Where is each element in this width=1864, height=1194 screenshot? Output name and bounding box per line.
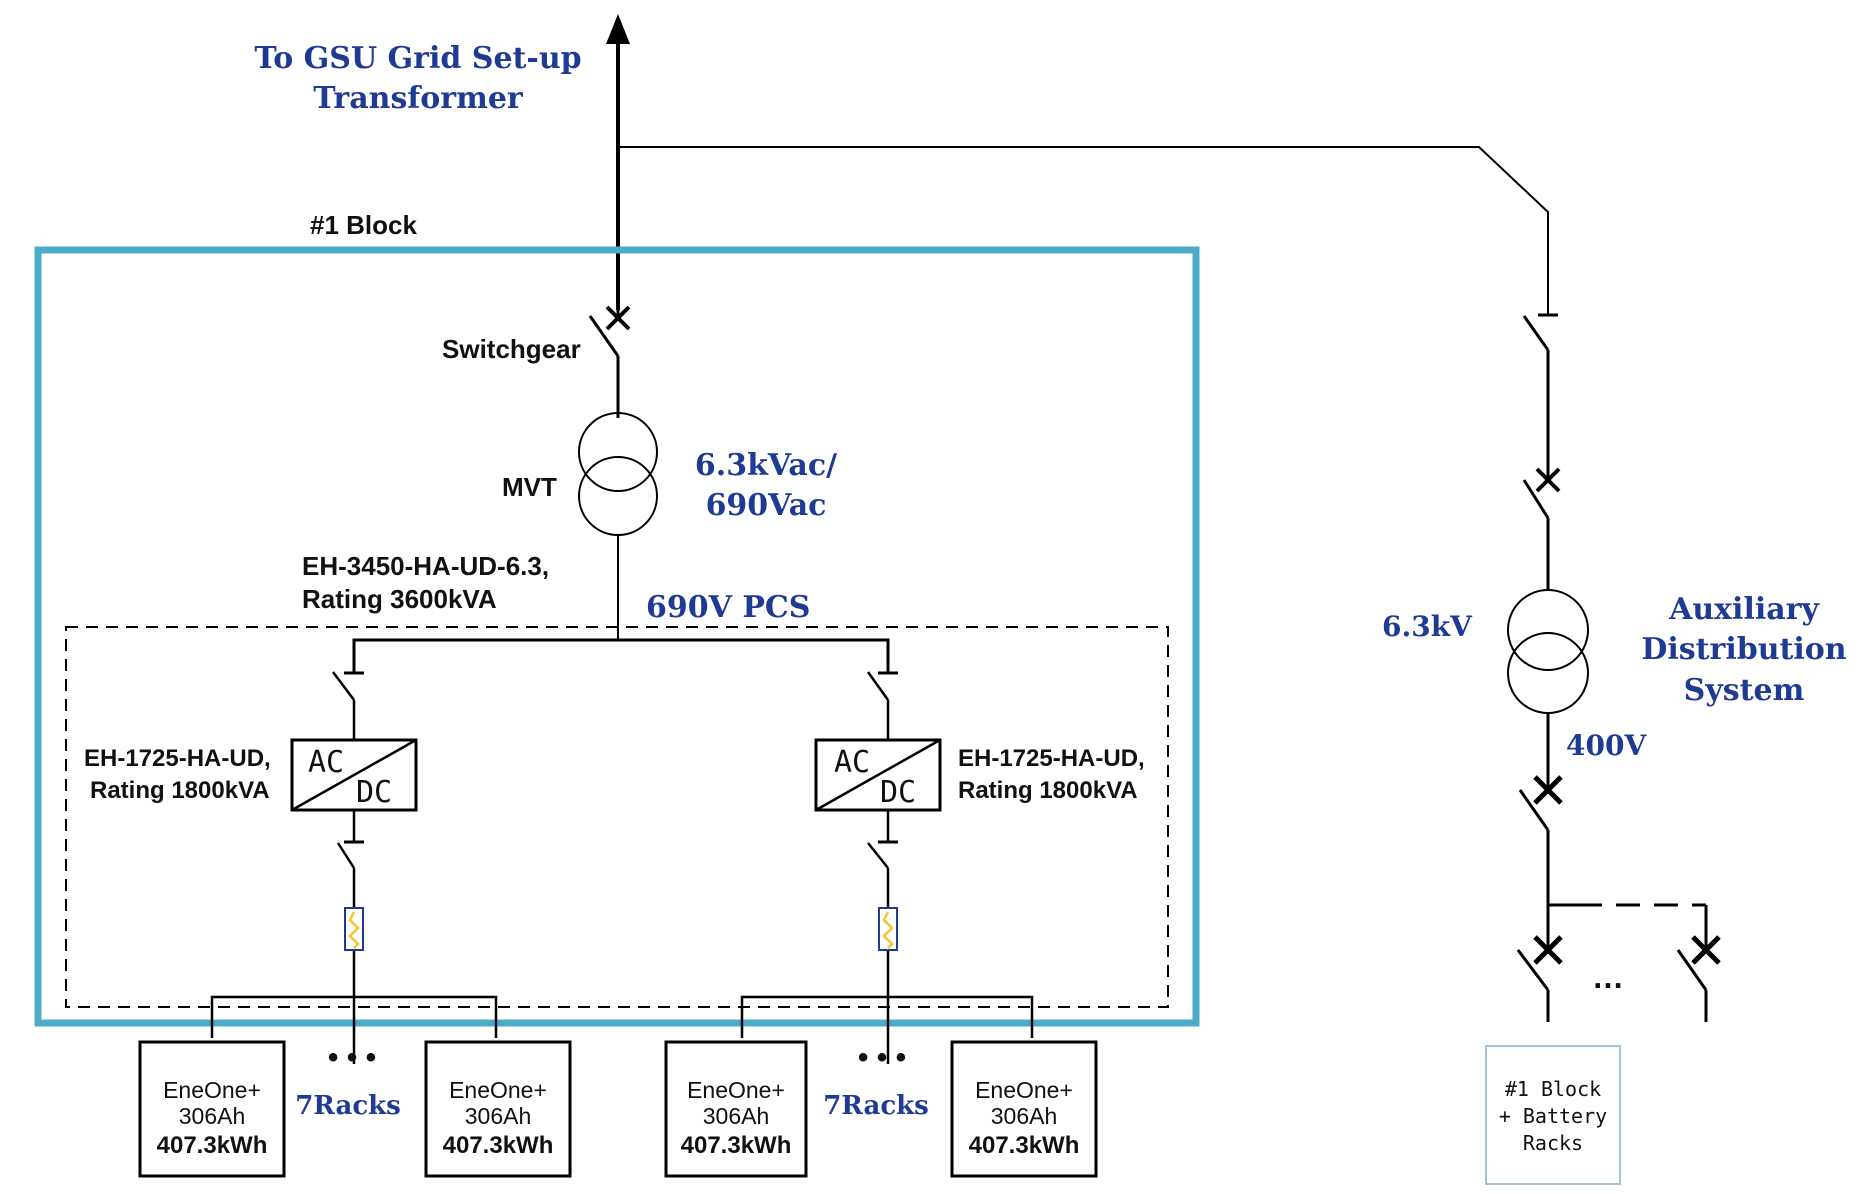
battery-rack (950, 1040, 1098, 1178)
left-converter-model-line-2: Rating 1800kVA (90, 777, 270, 804)
mvt-label: MVT (502, 472, 557, 502)
auxiliary-load-line-1: #1 Block (1505, 1077, 1601, 1101)
right-converter-branch (740, 671, 1034, 1064)
left-converter-dc: DC (356, 775, 392, 810)
rack-dots: • • • (328, 1041, 376, 1074)
left-converter-model-line-1: EH-1725-HA-UD, (84, 745, 271, 772)
battery-rack-line-2: 306Ah (991, 1103, 1058, 1129)
pcs-model-line-1: EH-3450-HA-UD-6.3, (302, 551, 549, 581)
battery-rack-line-3: 407.3kWh (681, 1132, 792, 1159)
auxiliary-load-line-3: Racks (1523, 1131, 1583, 1155)
pcs-bus (352, 638, 890, 673)
battery-rack-line-2: 306Ah (465, 1103, 532, 1129)
right-converter-model-line-1: EH-1725-HA-UD, (958, 745, 1145, 772)
battery-rack-line-1: EneOne+ (163, 1077, 261, 1103)
battery-rack (138, 1040, 286, 1178)
battery-rack-line-3: 407.3kWh (969, 1132, 1080, 1159)
auxiliary-load-line-2: + Battery (1499, 1104, 1607, 1128)
mvt-voltage-line-1: 6.3kVac/ (695, 448, 837, 483)
auxiliary-line (1522, 313, 1561, 590)
mvt-transformer (578, 412, 658, 640)
main-feeder (606, 14, 1549, 315)
auxiliary-transformer (1507, 589, 1589, 788)
title-line-1: To GSU Grid Set-up (254, 41, 581, 76)
battery-rack-line-2: 306Ah (179, 1103, 246, 1129)
left-converter-branch (210, 671, 498, 1064)
racks-count-label: 7Racks (295, 1091, 401, 1121)
title-line-2: Transformer (313, 81, 524, 116)
auxiliary-low-voltage (1516, 775, 1721, 1022)
battery-group-left: EneOne+ 306Ah 407.3kWh EneOne+ 306Ah 407… (138, 1040, 572, 1178)
block-border (34, 246, 1200, 1027)
racks-count-label: 7Racks (823, 1091, 929, 1121)
pcs-label: 690V PCS (646, 590, 810, 625)
battery-rack-line-1: EneOne+ (449, 1077, 547, 1103)
auxiliary-title-line-1: Auxiliary (1668, 592, 1820, 627)
battery-rack-line-2: 306Ah (703, 1103, 770, 1129)
right-converter-model-line-2: Rating 1800kVA (958, 777, 1138, 804)
right-converter-ac: AC (834, 745, 870, 780)
battery-rack-line-3: 407.3kWh (157, 1132, 268, 1159)
right-fuse-element-icon (882, 911, 894, 949)
auxiliary-title-line-2: Distribution (1641, 632, 1846, 667)
left-converter-ac: AC (308, 745, 344, 780)
block-label: #1 Block (310, 210, 417, 240)
battery-rack (664, 1040, 808, 1178)
rack-dots: • • • (858, 1041, 906, 1074)
battery-group-right: EneOne+ 306Ah 407.3kWh EneOne+ 306Ah 407… (664, 1040, 1098, 1178)
mvt-voltage-line-2: 690Vac (706, 488, 827, 523)
battery-rack-line-3: 407.3kWh (443, 1132, 554, 1159)
pcs-model-line-2: Rating 3600kVA (302, 584, 497, 614)
auxiliary-title-line-3: System (1684, 673, 1805, 708)
auxiliary-hv-label: 6.3kV (1382, 610, 1473, 643)
battery-rack-line-1: EneOne+ (975, 1077, 1073, 1103)
left-fuse-element-icon (348, 911, 360, 949)
auxiliary-ellipsis: … (1592, 959, 1624, 995)
switchgear-breaker (588, 305, 631, 418)
right-converter-dc: DC (880, 775, 916, 810)
battery-rack-line-1: EneOne+ (687, 1077, 785, 1103)
pcs-boundary (65, 626, 1169, 1008)
battery-rack (424, 1040, 572, 1178)
auxiliary-lv-label: 400V (1566, 729, 1647, 762)
switchgear-label: Switchgear (442, 334, 581, 364)
auxiliary-load-box (1485, 1045, 1621, 1185)
